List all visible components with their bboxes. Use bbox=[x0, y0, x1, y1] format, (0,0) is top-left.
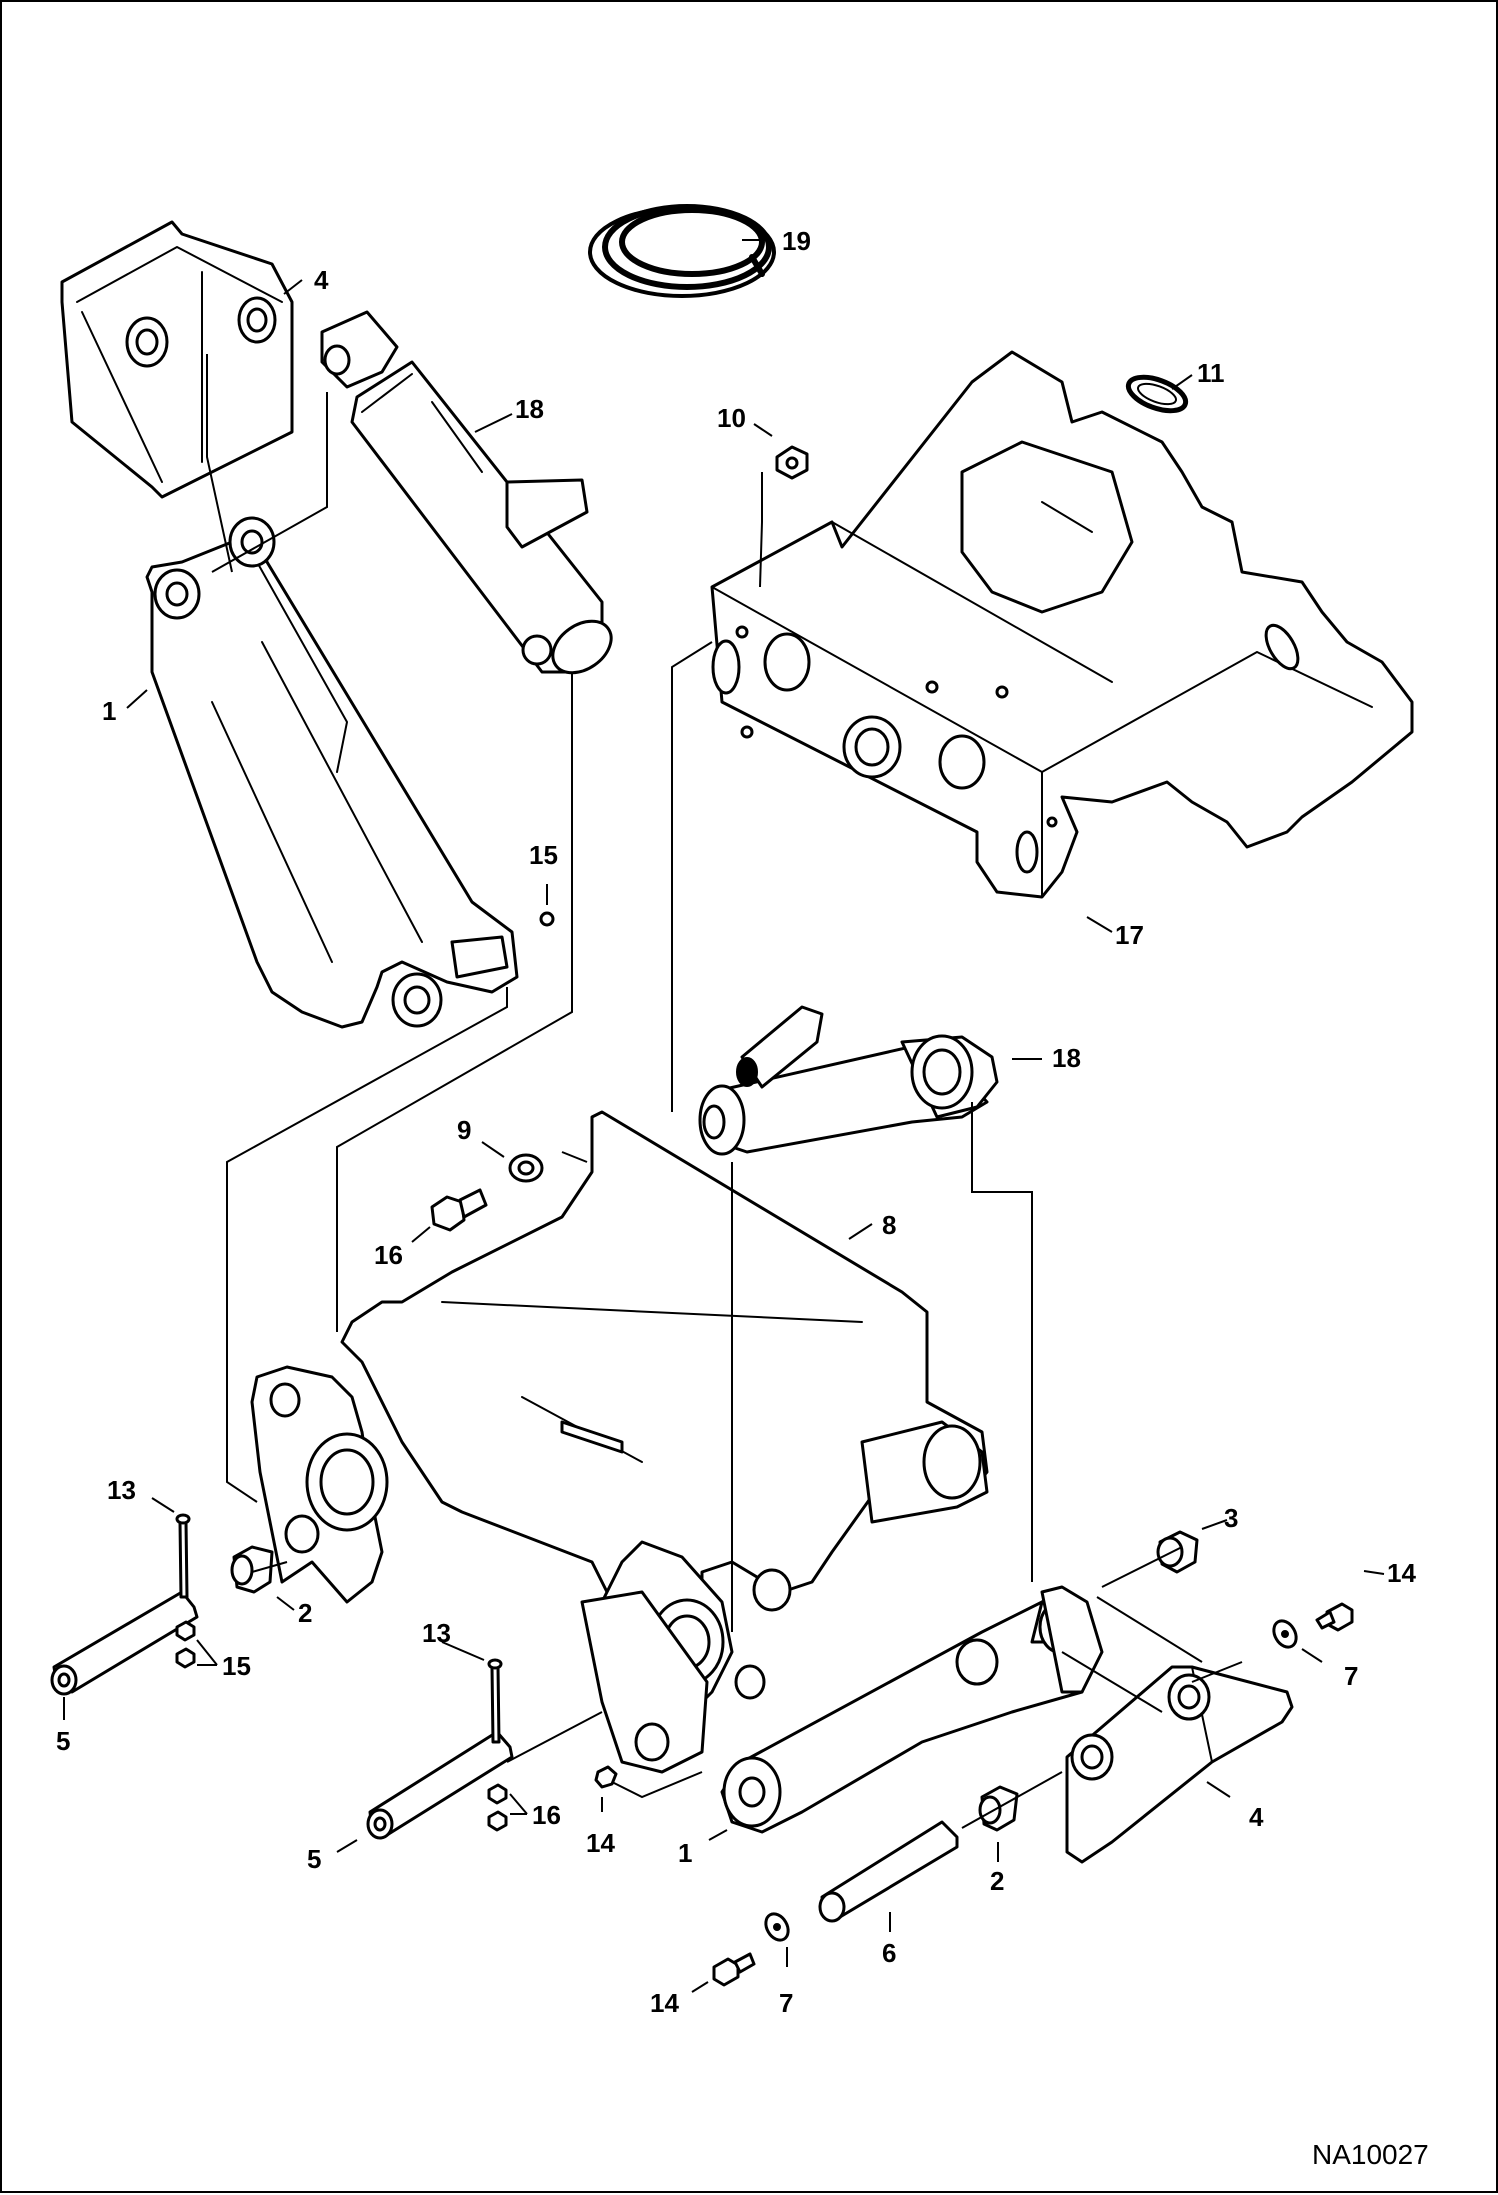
washer-11-part bbox=[1125, 374, 1189, 414]
nuts-15-center-part bbox=[487, 1783, 508, 1832]
fitting-14-lower-part bbox=[594, 1765, 618, 1789]
callout-5-left: 5 bbox=[56, 1726, 70, 1756]
bolt-16-part bbox=[430, 1188, 488, 1232]
nuts-15-left-part bbox=[175, 1620, 196, 1669]
pin-5-left-part bbox=[50, 1590, 199, 1696]
callout-11: 11 bbox=[1197, 358, 1225, 388]
bolt-12-center-part bbox=[487, 1658, 503, 1744]
frame-part bbox=[710, 350, 1414, 899]
lift-arm-upper-part bbox=[145, 516, 519, 1029]
callout-3: 3 bbox=[1224, 1503, 1238, 1533]
pin-6-part bbox=[818, 1820, 959, 1923]
washer-7-lower-part bbox=[764, 1912, 790, 1942]
callout-14-upper: 15 bbox=[529, 840, 558, 870]
callout-12-center: 13 bbox=[422, 1618, 451, 1648]
bolt-12-left-part bbox=[175, 1513, 191, 1599]
callout-19: 19 bbox=[782, 226, 811, 256]
washer-9-part bbox=[508, 1153, 544, 1183]
callout-4-lower: 4 bbox=[1249, 1802, 1264, 1832]
bolt-13-lower-part bbox=[712, 1952, 756, 1987]
callout-13-lower: 14 bbox=[650, 1988, 679, 2018]
callout-6: 6 bbox=[882, 1938, 896, 1968]
washer-7-right-part bbox=[1272, 1619, 1298, 1649]
callout-2-lower: 2 bbox=[990, 1866, 1004, 1896]
bracket-lower-part bbox=[1065, 1665, 1294, 1864]
bolt-13-right-part bbox=[1315, 1602, 1354, 1632]
callout-18-lower: 18 bbox=[1052, 1043, 1081, 1073]
bushing-2-left-part bbox=[230, 1545, 274, 1594]
callout-9: 9 bbox=[457, 1115, 471, 1145]
bushing-3-part bbox=[1156, 1530, 1199, 1574]
assembly-lines bbox=[206, 354, 1243, 1829]
callout-14-lower: 14 bbox=[586, 1828, 615, 1858]
fitting-14-upper-part bbox=[539, 911, 555, 927]
bracket-upper-part bbox=[60, 220, 294, 499]
lift-arm-lower-part bbox=[720, 1585, 1104, 1834]
bushing-2-lower-part bbox=[978, 1785, 1019, 1832]
callout-7-right: 7 bbox=[1344, 1661, 1358, 1691]
callout-1-lower: 1 bbox=[678, 1838, 692, 1868]
cylinder-upper-part bbox=[320, 310, 613, 675]
nut-10-part bbox=[775, 445, 809, 480]
callout-16: 16 bbox=[374, 1240, 403, 1270]
hose-coil-part bbox=[588, 204, 776, 298]
callout-7-lower: 7 bbox=[779, 1988, 793, 2018]
callout-13-right: 14 bbox=[1387, 1558, 1416, 1588]
callout-18-upper: 18 bbox=[515, 394, 544, 424]
callout-8: 8 bbox=[882, 1210, 896, 1240]
cylinder-lower-part bbox=[698, 1005, 999, 1156]
callout-12-left: 13 bbox=[107, 1475, 136, 1505]
callout-2-left: 2 bbox=[298, 1598, 312, 1628]
callout-leaders bbox=[63, 239, 1385, 1993]
callout-15-left: 15 bbox=[222, 1651, 251, 1681]
drawing-reference-code: NA10027 bbox=[1312, 2139, 1429, 2170]
callout-15-center: 16 bbox=[532, 1800, 561, 1830]
callout-10: 10 bbox=[717, 403, 746, 433]
callout-labels: 19 4 18 10 11 1 15 17 18 9 16 8 13 13 2 … bbox=[56, 226, 1416, 2018]
callout-4-upper: 4 bbox=[314, 265, 329, 295]
mount-frame-part bbox=[250, 1110, 989, 1774]
callout-17: 17 bbox=[1115, 920, 1144, 950]
callout-1-upper: 1 bbox=[102, 696, 116, 726]
callout-5-center: 5 bbox=[307, 1844, 321, 1874]
